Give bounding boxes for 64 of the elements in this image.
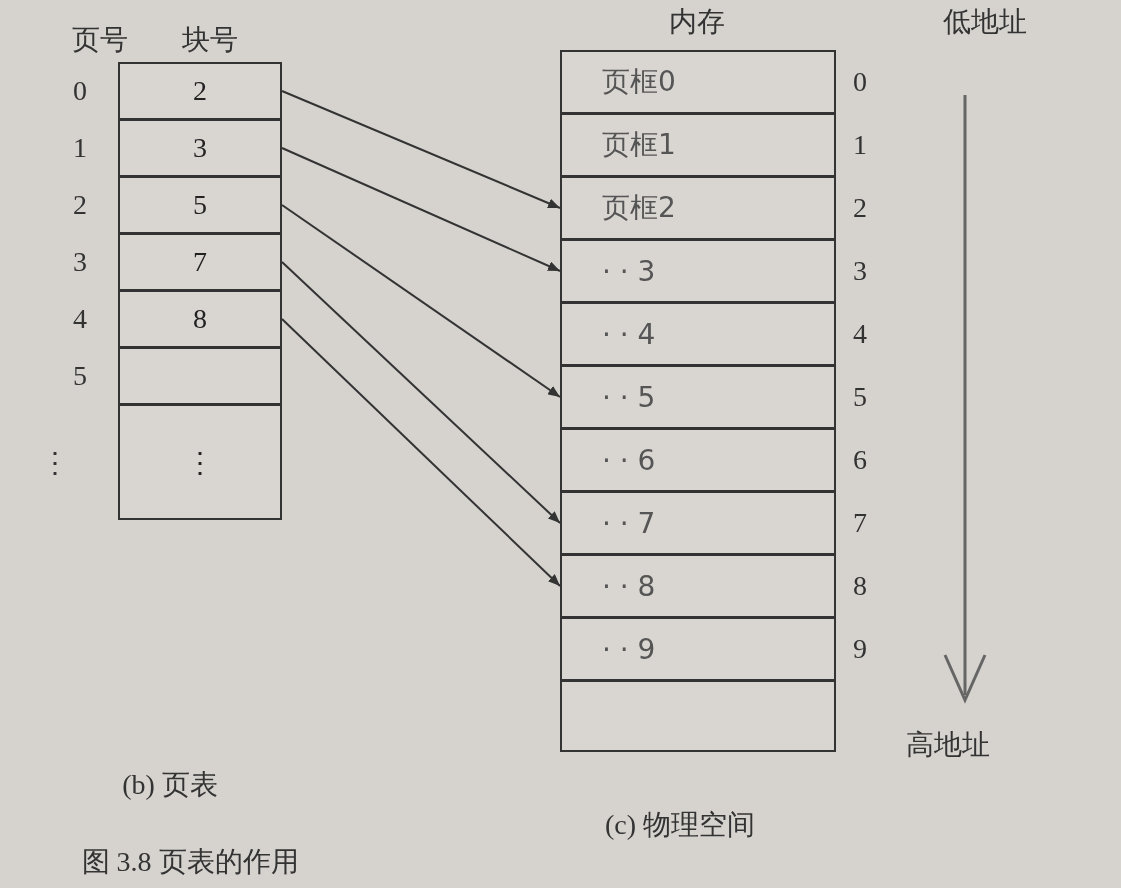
table-cell (560, 617, 836, 681)
table-cell (118, 176, 282, 234)
handwritten-note: 高地址 (906, 727, 990, 763)
table-cell (560, 176, 836, 240)
row-number: 5 (853, 381, 867, 413)
figure-caption: 图 3.8 页表的作用 (81, 845, 299, 879)
arrow (281, 147, 561, 272)
frame-label: 页框2 (602, 190, 676, 226)
frame-label: · · 4 (602, 317, 656, 351)
table-cell (118, 233, 282, 291)
row-number: 0 (73, 75, 87, 107)
arrow (281, 261, 561, 524)
row-number: 3 (853, 255, 867, 287)
row-number: 2 (853, 192, 867, 224)
row-number: 1 (73, 132, 87, 164)
frame-label: 页框0 (602, 64, 676, 100)
table-cell (118, 62, 282, 120)
row-number: 9 (853, 633, 867, 665)
table-cell (118, 290, 282, 348)
table-cell (560, 491, 836, 555)
table-cell (560, 365, 836, 429)
panel-label: (b) 页表 (122, 768, 218, 802)
table-cell (560, 50, 836, 114)
block-number: ⋮ (186, 445, 214, 479)
table-cell (560, 302, 836, 366)
table-cell (118, 347, 282, 405)
arrow (281, 204, 561, 398)
frame-label: 页框1 (602, 127, 676, 163)
row-number: 3 (73, 246, 87, 278)
frame-label: · · 6 (602, 443, 656, 477)
block-number: 5 (193, 189, 207, 221)
table-cell (118, 404, 282, 520)
column-heading: 页号 (72, 23, 128, 57)
table-cell (560, 554, 836, 618)
block-number: 2 (193, 75, 207, 107)
row-number: 6 (853, 444, 867, 476)
row-number: 8 (853, 570, 867, 602)
table-cell (560, 428, 836, 492)
block-number: 3 (193, 132, 207, 164)
table-cell (118, 119, 282, 177)
table-cell (560, 113, 836, 177)
handwritten-note: 低地址 (943, 4, 1027, 40)
frame-label: · · 7 (602, 506, 656, 540)
row-number: 5 (73, 360, 87, 392)
row-number: 4 (853, 318, 867, 350)
table-cell (560, 239, 836, 303)
row-number: ⋮ (41, 445, 69, 479)
frame-label: · · 3 (602, 254, 656, 288)
row-number: 0 (853, 66, 867, 98)
block-number: 7 (193, 246, 207, 278)
frame-label: · · 9 (602, 632, 656, 666)
column-heading: 块号 (182, 23, 238, 57)
row-number: 4 (73, 303, 87, 335)
table-cell (560, 680, 836, 752)
row-number: 1 (853, 129, 867, 161)
column-heading: 内存 (669, 4, 725, 40)
panel-label: (c) 物理空间 (604, 808, 756, 842)
frame-label: · · 5 (602, 380, 656, 414)
arrow (281, 318, 561, 587)
row-number: 2 (73, 189, 87, 221)
block-number: 8 (193, 303, 207, 335)
frame-label: · · 8 (602, 569, 656, 603)
arrow (281, 90, 561, 209)
row-number: 7 (853, 507, 867, 539)
